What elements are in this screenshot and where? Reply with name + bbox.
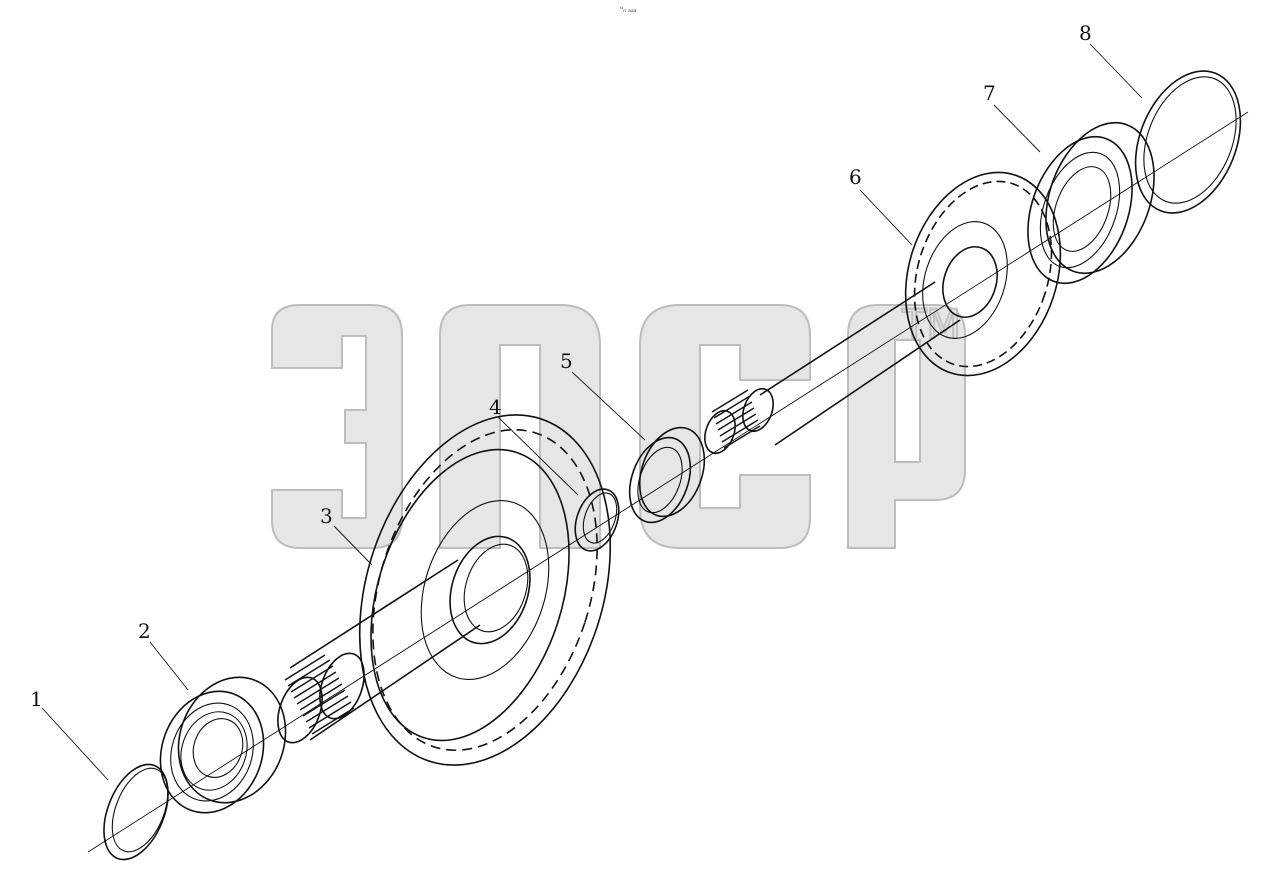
leader-lines	[41, 43, 1143, 781]
part-8-ring	[1134, 70, 1242, 214]
callout-2: 2	[138, 619, 151, 643]
leader-5	[571, 371, 646, 441]
part-2-bearing	[159, 676, 287, 814]
part-6-gear-shaft	[704, 171, 1062, 455]
leader-6	[859, 189, 913, 246]
callouts: 1 2 3 4 5 6 7 8	[30, 21, 1092, 711]
leader-3	[333, 525, 373, 566]
leader-1	[41, 707, 109, 781]
part-1-snap-ring	[103, 763, 169, 861]
leader-7	[993, 104, 1041, 153]
callout-3: 3	[320, 504, 333, 528]
watermark: TM	[271, 301, 966, 549]
watermark-letters	[271, 304, 966, 549]
callout-4: 4	[489, 395, 502, 419]
callout-7: 7	[983, 81, 996, 105]
top-mark: "ₙ ₐₐₐ	[620, 6, 637, 14]
leader-8	[1089, 43, 1143, 99]
leader-4	[497, 416, 579, 496]
assembly-axis	[87, 111, 1249, 853]
part-3-gear-shaft	[277, 414, 612, 766]
part-5-needle-bearing	[628, 426, 706, 524]
part-4-ring	[574, 488, 620, 552]
callout-1: 1	[30, 687, 43, 711]
callout-5: 5	[560, 349, 573, 373]
callout-8: 8	[1079, 21, 1092, 45]
callout-6: 6	[849, 165, 862, 189]
part-7-bearing	[1027, 121, 1155, 285]
leader-2	[149, 641, 189, 691]
